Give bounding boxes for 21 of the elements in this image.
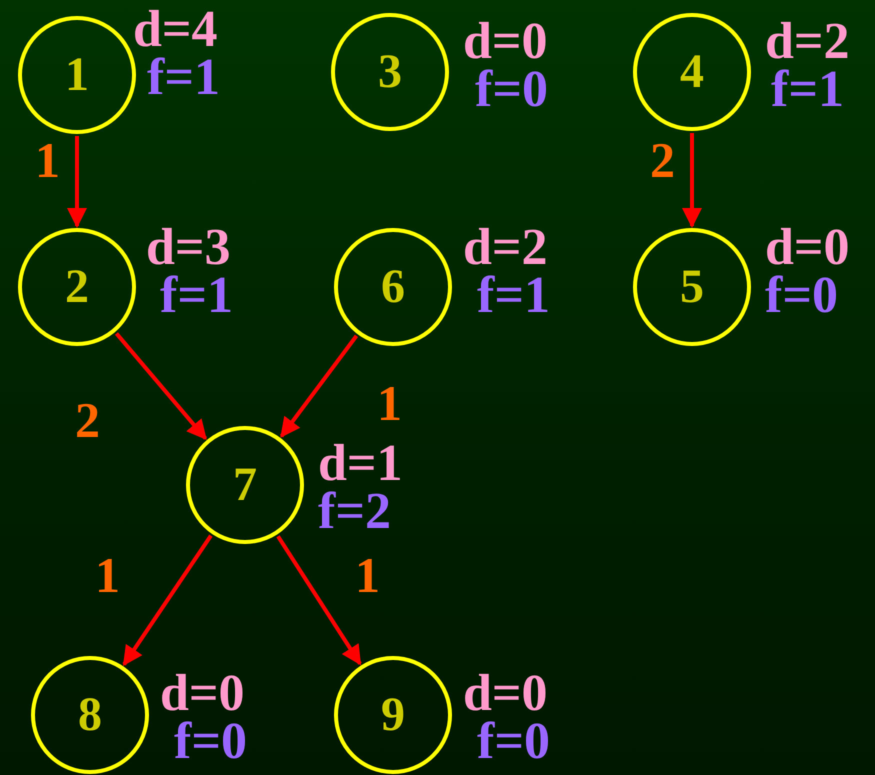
circle-node: 2 xyxy=(18,228,136,346)
arrow xyxy=(276,535,362,666)
circle-node: 8 xyxy=(31,656,149,774)
arrow xyxy=(114,332,208,440)
edge-label: 2 xyxy=(650,135,675,185)
arrow xyxy=(280,334,358,438)
edge-label: 1 xyxy=(35,135,60,185)
circle-node: 6 xyxy=(334,228,452,346)
arrow xyxy=(67,136,87,228)
arrow xyxy=(122,534,213,666)
circle-node: 7 xyxy=(186,426,304,544)
edge-label: 1 xyxy=(95,550,120,600)
arrow xyxy=(682,133,702,228)
edge-label: 1 xyxy=(377,378,402,428)
circle-node: 1 xyxy=(18,16,136,134)
circle-node: 9 xyxy=(334,656,452,774)
circle-node: 4 xyxy=(633,13,751,131)
edge-label: 2 xyxy=(75,395,100,445)
circle-node: 3 xyxy=(331,13,449,131)
edge-label: 1 xyxy=(355,550,380,600)
circle-node: 5 xyxy=(633,228,751,346)
